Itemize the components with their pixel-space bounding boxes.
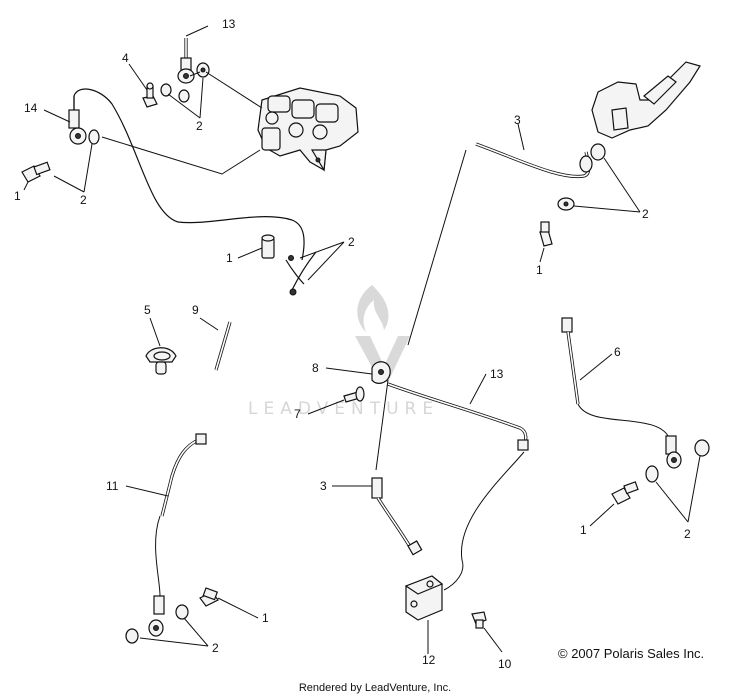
callout-9: 9 <box>192 303 199 317</box>
cable-tie-9 <box>214 321 232 371</box>
callout-13-top: 13 <box>222 17 236 31</box>
callout-6: 6 <box>614 345 621 359</box>
callout-1-top-right: 1 <box>536 263 543 277</box>
bracket-8 <box>371 361 391 384</box>
banjo-bolt-1-left <box>21 161 51 183</box>
proportioning-block-12 <box>404 575 444 621</box>
watermark-text: LEADVENTURE <box>248 399 439 419</box>
callout-1-mid: 1 <box>226 251 233 265</box>
callout-2-top: 2 <box>196 119 203 133</box>
washers-top <box>160 62 210 103</box>
bleeder-bolt-4 <box>142 82 158 108</box>
callout-2-left: 2 <box>80 193 87 207</box>
clamp-5 <box>145 347 177 375</box>
brake-caliper-assembly <box>257 87 359 172</box>
fitting-1-mid <box>261 234 275 259</box>
callout-2-mid: 2 <box>348 235 355 249</box>
flame-logo-icon <box>357 285 389 332</box>
brake-hose-6 <box>561 317 710 483</box>
hose-routing-line-3 <box>407 149 467 346</box>
callout-13-center: 13 <box>490 367 504 381</box>
callout-11: 11 <box>106 479 119 493</box>
banjo-bolt-1-top-right <box>539 221 553 247</box>
brake-hose-11 <box>125 433 207 644</box>
banjo-bolt-1-bottom-left <box>199 587 219 607</box>
callout-2-top-right: 2 <box>642 207 649 221</box>
brake-hose-14 <box>68 88 305 261</box>
callout-2-bottom-left: 2 <box>212 641 219 655</box>
callout-8: 8 <box>312 361 319 375</box>
brake-hose-3-center <box>371 379 423 556</box>
callout-1-left: 1 <box>14 189 21 203</box>
banjo-bolt-1-right <box>611 481 639 505</box>
callout-labels: 13 4 2 14 2 1 1 2 5 9 8 7 13 3 11 1 2 12… <box>14 17 691 671</box>
callout-10: 10 <box>498 657 512 671</box>
callout-2-right: 2 <box>684 527 691 541</box>
leadventure-watermark: LEADVENTURE <box>248 285 439 419</box>
master-cylinder <box>591 61 701 139</box>
bolt-10 <box>471 611 487 629</box>
rendered-by-text: Rendered by LeadVenture, Inc. <box>298 682 452 694</box>
callout-14: 14 <box>24 101 38 115</box>
leader-lines <box>23 25 701 654</box>
v-logo-icon <box>355 336 410 382</box>
brake-hose-13-top <box>177 38 195 84</box>
callout-3-center: 3 <box>320 479 327 493</box>
brake-line-13-center <box>387 382 529 451</box>
rivet-7 <box>343 386 365 403</box>
callout-1-bottom-left: 1 <box>262 611 269 625</box>
copyright-text: © 2007 Polaris Sales Inc. <box>558 646 705 661</box>
callout-1-right: 1 <box>580 523 587 537</box>
brake-hose-3-top <box>475 142 606 211</box>
hose-ends-mid-left <box>285 251 317 296</box>
callout-12: 12 <box>422 653 436 667</box>
callout-3-top: 3 <box>514 113 521 127</box>
callout-4: 4 <box>122 51 129 65</box>
callout-7: 7 <box>294 407 301 421</box>
hose-routing-line-12 <box>443 451 525 591</box>
callout-5: 5 <box>144 303 151 317</box>
